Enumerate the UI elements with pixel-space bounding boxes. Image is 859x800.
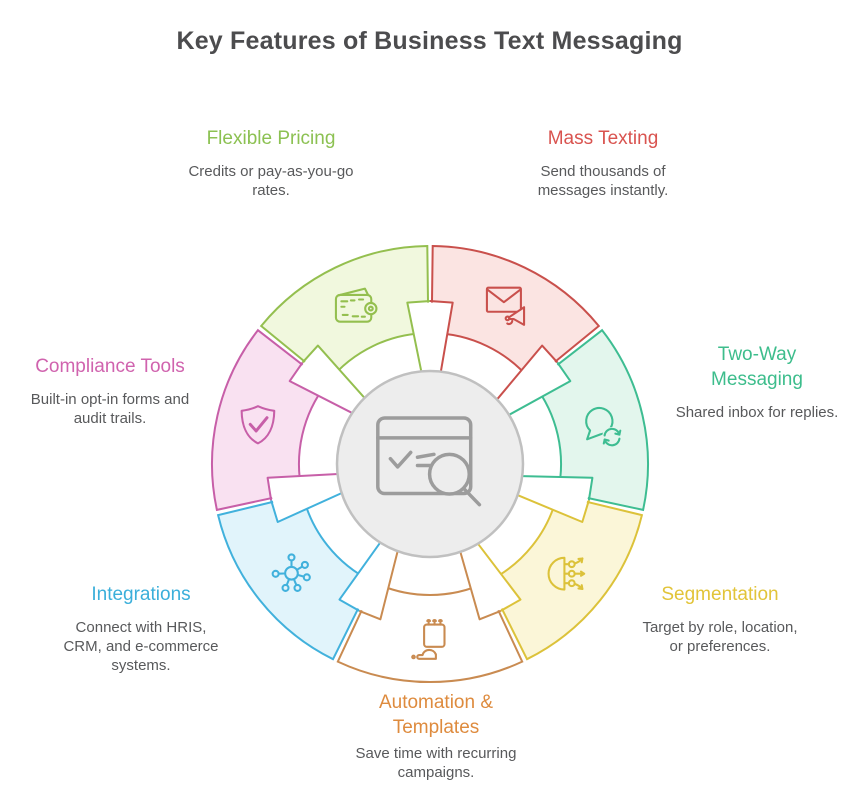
feature-title: Two-Way Messaging: [711, 344, 803, 391]
segment-tab-outline: [358, 546, 400, 621]
segment-tab: [339, 538, 399, 620]
segment-tab-outline: [270, 490, 347, 523]
feature-title: Segmentation: [661, 584, 779, 605]
segment-tab: [289, 345, 368, 416]
feature-label-flexible-pricing: Flexible Pricing Credits or pay-as-you-g…: [169, 126, 373, 200]
feature-title: Automation & Templates: [378, 692, 494, 739]
feature-description: Built-in opt-in forms and audit trails.: [30, 391, 190, 428]
chat-sync-icon: [585, 407, 622, 448]
audience-segmentation-icon: [547, 556, 586, 591]
segment-tab: [493, 345, 571, 418]
feature-label-integrations: Integrations Connect with HRIS, CRM, and…: [39, 582, 243, 675]
feature-description: Save time with recurring campaigns.: [355, 745, 517, 782]
segment-tab: [513, 476, 593, 522]
mail-campaign-icon: [485, 286, 526, 326]
segment-tab-outline: [493, 344, 559, 404]
segment-integrations: [216, 493, 374, 661]
feature-label-mass-texting: Mass Texting Send thousands of messages …: [501, 126, 705, 200]
segment-tab-outline: [429, 300, 454, 377]
network-icon: [271, 553, 311, 592]
segment-tab: [267, 473, 347, 522]
segment-tab-outline: [474, 539, 522, 612]
feature-title: Compliance Tools: [35, 356, 185, 377]
feature-title: Integrations: [91, 584, 191, 605]
segment-tab-outline: [406, 300, 431, 377]
feature-title: Flexible Pricing: [206, 128, 336, 149]
segment-tab-outline: [512, 492, 590, 523]
feature-description: Target by role, location, or preferences…: [642, 619, 798, 656]
feature-title: Mass Texting: [547, 128, 659, 149]
segment-tab-outline: [517, 475, 594, 501]
segment-tab-outline: [504, 361, 572, 419]
segment-tab-outline: [301, 344, 369, 403]
feature-label-compliance-tools: Compliance Tools Built-in opt-in forms a…: [8, 354, 212, 428]
segment-tab-outline: [266, 472, 343, 501]
feature-description: Connect with HRIS, CRM, and e-commerce s…: [63, 619, 219, 675]
feature-description: Send thousands of messages instantly.: [537, 163, 669, 200]
segment-tab-outline: [288, 361, 358, 417]
page-title: Key Features of Business Text Messaging: [176, 27, 683, 55]
search-window-icon: [376, 416, 482, 507]
shield-check-icon: [240, 405, 276, 445]
feature-label-automation-templates: Automation & Templates Save time with re…: [327, 690, 545, 782]
wallet-icon: [334, 287, 378, 323]
segment-tab-outline: [458, 546, 502, 621]
segment-flexible-pricing: [259, 244, 430, 383]
feature-label-two-way-messaging: Two-Way Messaging Shared inbox for repli…: [655, 342, 859, 422]
segment-tab-outline: [338, 537, 384, 612]
feature-description: Shared inbox for replies.: [675, 404, 839, 422]
feature-label-segmentation: Segmentation Target by role, location, o…: [618, 582, 822, 656]
calendar-hand-icon: [411, 619, 446, 660]
feature-description: Credits or pay-as-you-go rates.: [188, 163, 354, 200]
